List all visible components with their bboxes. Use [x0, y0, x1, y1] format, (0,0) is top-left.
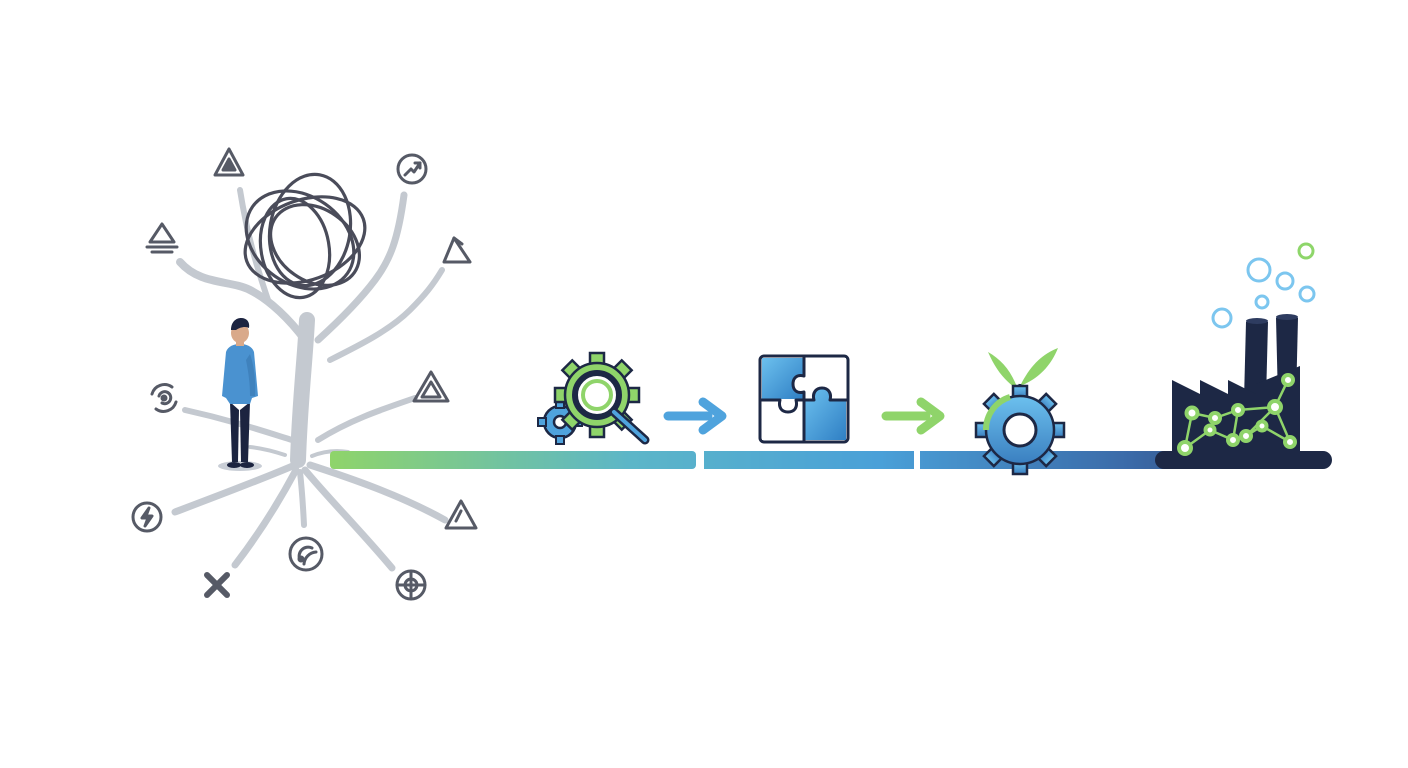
tangled-knot-icon: [243, 172, 367, 300]
tree-branches: [171, 187, 449, 572]
branch-right-mid: [315, 395, 418, 443]
root-down-right: [301, 466, 396, 572]
network-nodes: [1177, 373, 1297, 456]
growth-arrow-icon: [396, 153, 428, 185]
branch-upper-left: [176, 258, 309, 344]
smart-factory-icon: [1172, 242, 1316, 460]
timeline-segment-2: [704, 451, 914, 469]
gear-sprout-icon: [974, 348, 1066, 476]
warning-triangle-icon: [213, 147, 245, 177]
alert-triangle-icon: [442, 236, 472, 264]
branch-top-right: [314, 191, 408, 344]
root-tendril-a: [248, 445, 287, 457]
root-left: [171, 461, 299, 516]
lightning-bolt-icon: [131, 501, 163, 533]
branch-right-upper: [327, 267, 445, 363]
refresh-cycle-icon: [150, 383, 178, 413]
nested-triangle-icon: [412, 370, 450, 403]
timeline-segment-1: [330, 451, 696, 469]
target-crosshair-icon: [395, 569, 427, 601]
tree-trunk: [290, 312, 315, 468]
balance-triangle-icon: [145, 222, 179, 254]
arrow-right-icon: [881, 397, 945, 435]
root-down-left: [231, 466, 300, 569]
gear-magnifier-icon: [537, 351, 650, 445]
arrow-right-icon: [663, 397, 727, 435]
emission-bubbles: [1211, 242, 1316, 329]
root-right: [306, 461, 449, 524]
close-x-icon: [204, 572, 230, 598]
root-down: [297, 469, 307, 528]
puzzle-icon: [758, 354, 850, 444]
signal-waves-icon: [288, 536, 324, 572]
triangle-outline-icon: [444, 499, 478, 530]
person-figure: [218, 318, 262, 471]
